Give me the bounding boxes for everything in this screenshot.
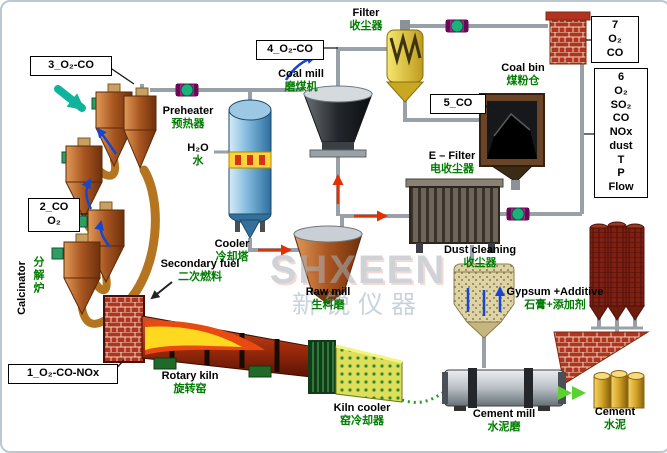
cyclone-stage-2 xyxy=(61,137,103,220)
cooling-tower xyxy=(228,99,272,240)
sampling-box-6-line2: SO₂ xyxy=(610,98,632,111)
sampling-box-7-number: 7 xyxy=(611,19,619,31)
calcinator-label-en: Calcinator xyxy=(16,261,28,315)
kiln-cooler xyxy=(308,340,403,403)
cement-mill xyxy=(442,368,566,411)
coal-bin xyxy=(479,93,545,190)
preheater-cyclones xyxy=(51,83,157,316)
rotary-kiln xyxy=(103,295,325,379)
sampling-box-7: 7 O₂ CO xyxy=(591,16,639,64)
sampling-box-7-line2: CO xyxy=(606,46,624,59)
sample-pump-1 xyxy=(175,83,199,97)
sampling-box-6-line8: Flow xyxy=(608,181,634,193)
gypsum-silos xyxy=(589,221,645,321)
cement-bins xyxy=(593,370,645,409)
hopper-up-arrows xyxy=(466,288,500,316)
sampling-box-1: 1_O₂-CO-NOx xyxy=(8,364,118,384)
sampling-box-7-line1: O₂ xyxy=(608,32,622,45)
sampling-box-5: 5_CO xyxy=(430,94,486,114)
sampling-box-4: 4_O₂-CO xyxy=(256,40,324,60)
raw-meal-feed-arrow xyxy=(54,85,86,112)
sampling-box-6: 6 O₂ SO₂ CO NOx dust T P Flow xyxy=(594,68,648,198)
sampling-box-2-line1: 2_CO xyxy=(39,201,69,213)
sampling-box-6-line6: T xyxy=(617,153,625,166)
cooler-to-mill-conveyor xyxy=(401,390,445,404)
coal-filter xyxy=(385,20,425,103)
sampling-box-6-number: 6 xyxy=(617,71,625,83)
sampling-box-6-line3: CO xyxy=(612,112,630,125)
sampling-box-6-line7: P xyxy=(617,167,625,180)
sample-pump-3 xyxy=(506,207,530,221)
stack xyxy=(545,11,591,65)
e-filter xyxy=(405,178,504,253)
kiln-flame-inner xyxy=(145,326,242,350)
raw-mill xyxy=(293,225,363,305)
coal-mill xyxy=(303,85,373,158)
sampling-box-6-line5: dust xyxy=(609,139,633,152)
sampling-box-3: 3_O₂-CO xyxy=(30,56,112,76)
sampling-box-6-line1: O₂ xyxy=(614,84,628,97)
sample-box-connectors xyxy=(78,39,594,374)
sampling-box-2: 2_CO O₂ xyxy=(28,198,80,232)
brick-feed-chute xyxy=(553,331,650,385)
calcinator-label-zh: 分解炉 xyxy=(32,256,44,295)
sampling-box-2-line2: O₂ xyxy=(47,214,61,227)
sample-pump-2 xyxy=(445,19,469,33)
cyclone-stage-1b xyxy=(123,87,157,170)
sampling-box-6-line4: NOx xyxy=(609,126,633,138)
secondary-fuel-arrow xyxy=(150,281,173,300)
cyclone-stage-4 xyxy=(51,233,101,316)
